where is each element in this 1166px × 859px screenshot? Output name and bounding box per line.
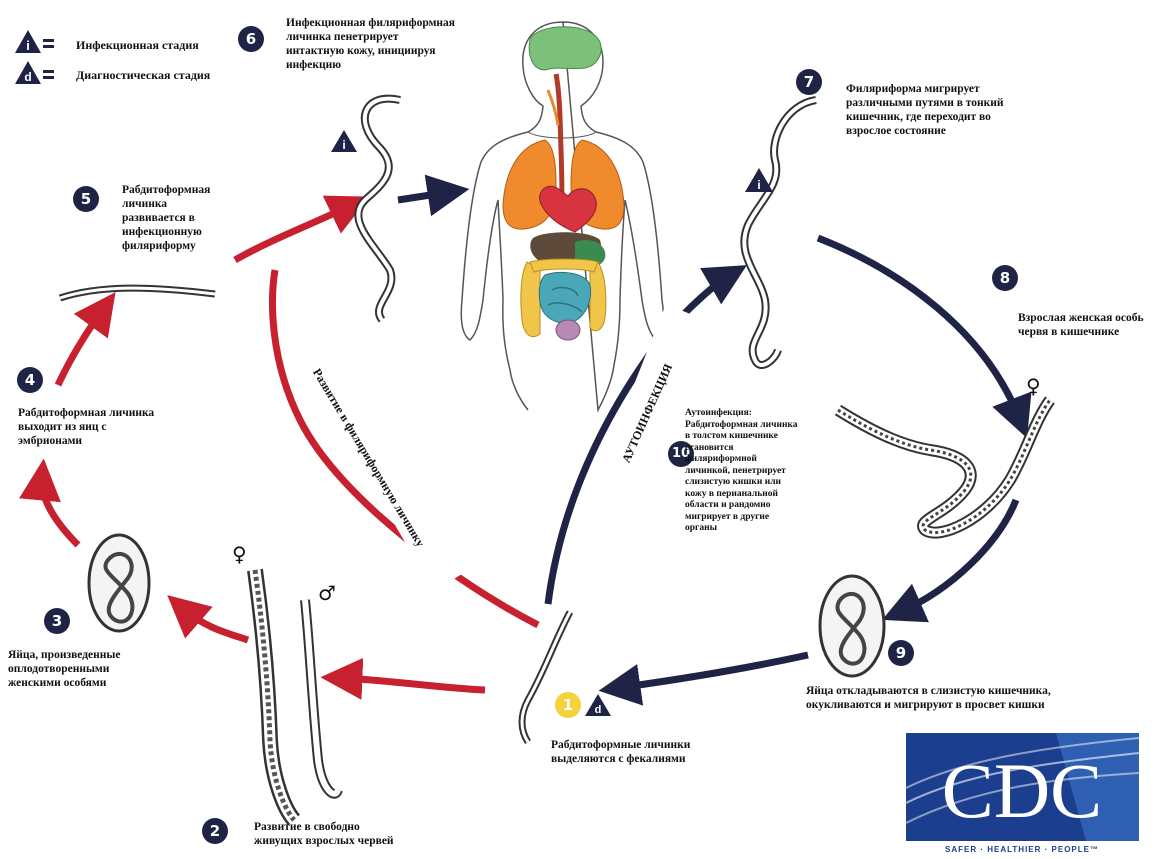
legend-infective-triangle: i (15, 30, 54, 53)
svg-text:d: d (595, 704, 602, 716)
infective-stage-marker-intestine: i (745, 168, 773, 192)
filariform-larva-skin (358, 99, 400, 320)
step-badge-1: 1 (555, 692, 581, 718)
filariform-route-label-bg (292, 326, 468, 592)
filariform-larva-intestine (744, 100, 816, 365)
female-symbol-free-living: ♀ (232, 543, 247, 565)
step-badge-5: 5 (73, 186, 99, 212)
legend-diagnostic-label: Диагностическая стадия (76, 68, 210, 83)
egg-free-living (89, 535, 149, 631)
step-3-text: Яйца, произведенные оплодотворенными жен… (8, 648, 121, 690)
step-7-text: Филяриформа мигрирует различными путями … (846, 82, 1004, 138)
svg-text:i: i (26, 38, 30, 53)
cdc-logo: CDC SAFER · HEALTHIER · PEOPLE™ (906, 733, 1139, 855)
cdc-logo-text: CDC (942, 747, 1102, 834)
step-badge-9: 9 (888, 640, 914, 666)
step-6-text: Инфекционная филяриформная личинка пенет… (286, 16, 455, 72)
egg-intestine (820, 576, 884, 676)
step-8-text: Взрослая женская особь червя в кишечнике (1018, 311, 1144, 339)
step-9-text: Яйца откладываются в слизистую кишечника… (806, 684, 1051, 712)
legend-diagnostic-triangle: d (15, 61, 54, 84)
legend-infective-label: Инфекционная стадия (76, 38, 199, 53)
diagnostic-stage-marker: d (585, 694, 611, 716)
rhabditiform-larva-developing (60, 288, 215, 298)
female-symbol-intestine: ♀ (1026, 375, 1041, 397)
male-symbol-free-living: ♂ (318, 582, 336, 604)
svg-text:i: i (757, 178, 760, 192)
step-badge-3: 3 (44, 608, 70, 634)
human-body-illustration (461, 22, 663, 410)
cdc-tagline: SAFER · HEALTHIER · PEOPLE™ (945, 845, 1099, 854)
step-4-text: Рабдитоформная личинка выходит из яиц с … (18, 406, 154, 448)
step-badge-4: 4 (17, 367, 43, 393)
free-living-adult-male-worm (305, 600, 338, 794)
free-living-adult-female-worm (255, 570, 294, 820)
step-1-text: Рабдитоформные личинки выделяются с фека… (551, 738, 690, 766)
step-5-text: Рабдитоформная личинка развивается в инф… (122, 183, 210, 253)
svg-text:d: d (24, 70, 31, 84)
cdc-logo-graphic: CDC SAFER · HEALTHIER · PEOPLE™ (906, 733, 1139, 855)
step-badge-7: 7 (796, 69, 822, 95)
step-badge-8: 8 (992, 265, 1018, 291)
step-2-text: Развитие в свободно живущих взрослых чер… (254, 820, 394, 848)
step-10-text: Аутоинфекция: Рабдитоформная личинка в т… (685, 408, 798, 535)
step-badge-6: 6 (238, 26, 264, 52)
rhabditiform-larva-stool (522, 612, 570, 742)
infective-stage-marker-skin: i (331, 130, 357, 152)
step-badge-2: 2 (202, 818, 228, 844)
svg-text:i: i (342, 138, 345, 152)
